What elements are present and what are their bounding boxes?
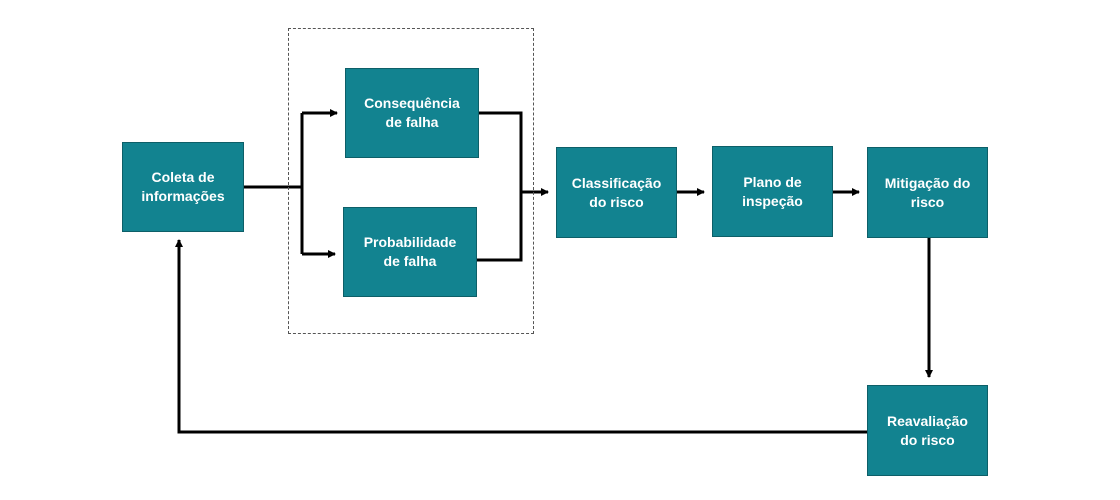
- node-classificacao-do-risco: Classificação do risco: [556, 147, 677, 238]
- node-label-line: de falha: [383, 253, 437, 269]
- connector-consequencia-to-merge: [479, 111, 523, 191]
- node-label-line: informações: [141, 188, 225, 204]
- node-label-line: risco: [910, 193, 945, 210]
- node-label-line: inspeção: [742, 192, 803, 209]
- node-mitigacao-do-risco: Mitigação do risco: [867, 147, 988, 238]
- arrow-reavaliacao-to-coleta: [175, 239, 867, 434]
- node-label-line: Coleta de: [151, 169, 215, 185]
- node-label-line: Consequência: [364, 95, 460, 111]
- node-label-line: Probabilidade: [363, 234, 457, 250]
- node-label-line: Plano de: [743, 173, 802, 190]
- connector-probabilidade-to-merge: [477, 191, 523, 262]
- node-coleta-de-informacoes: Coleta de informações: [122, 142, 244, 232]
- node-label-line: do risco: [589, 193, 644, 210]
- node-plano-de-inspecao: Plano de inspeção: [712, 146, 833, 237]
- node-label-line: Reavaliação: [887, 412, 968, 429]
- node-probabilidade-de-falha: Probabilidade de falha: [343, 207, 477, 297]
- node-label-line: do risco: [900, 431, 955, 448]
- node-label-line: Classificação: [571, 174, 662, 191]
- risk-analysis-group-outline: [288, 28, 534, 334]
- node-label-line: de falha: [385, 114, 439, 130]
- node-label-line: Mitigação do: [884, 174, 971, 191]
- node-reavaliacao-do-risco: Reavaliação do risco: [867, 385, 988, 476]
- node-consequencia-de-falha: Consequência de falha: [345, 68, 479, 158]
